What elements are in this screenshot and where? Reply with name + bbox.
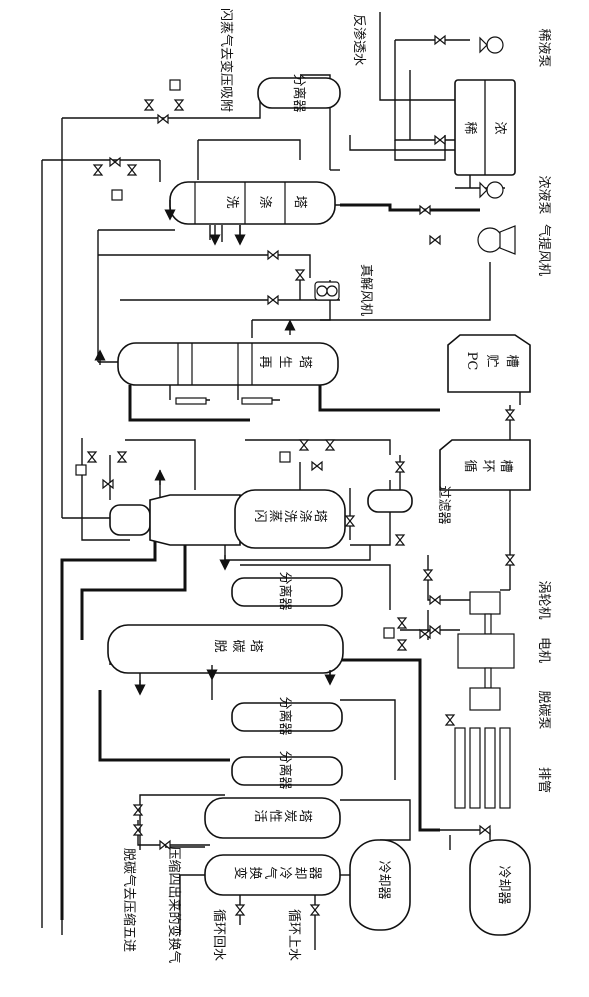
separator-2: 分离器	[231, 571, 343, 611]
turbine-motor-pump: 涡轮机 电机 脱碳泵	[457, 580, 551, 730]
concentrate-pump-label: 浓液泵	[536, 175, 551, 214]
separator-top: 分离器	[257, 73, 341, 113]
concentrate-label: 浓	[492, 121, 507, 134]
circ-supply-label: 循环上水	[286, 909, 301, 961]
circ-tank-char-1: 循	[462, 459, 477, 472]
ro-water-label: 反渗透水	[351, 14, 366, 66]
dilute-pump-label: 稀液泵	[536, 28, 551, 67]
circulation-tank: 循 环 槽	[439, 439, 531, 491]
shift-gas-label: 压缩四出来的变换气	[166, 846, 182, 963]
shift-gas-cooler: 变 换 气 冷 却 器	[204, 854, 341, 896]
concentrate-pump: 浓液泵	[479, 175, 551, 215]
sg-cooler-char-6: 器	[307, 866, 322, 879]
flash-tower-char-5: 塔	[312, 509, 327, 522]
decarb-gas-label: 脱碳气去压缩五进	[121, 848, 137, 952]
sg-cooler-char-1: 变	[232, 866, 248, 879]
decarb-tower-char-2: 碳	[230, 639, 245, 652]
circ-return-label: 循环回水	[211, 909, 226, 961]
ac-tower-char-2: 性	[267, 809, 282, 822]
turbine-label: 涡轮机	[536, 580, 551, 619]
stripping-fan: 气提风机	[477, 224, 552, 276]
circ-tank-char-2: 环	[480, 459, 495, 472]
decarb-tower-char-1: 脱	[212, 639, 227, 652]
cooler-2-label: 冷却器	[496, 865, 511, 904]
flash-tower-char-3: 洗	[282, 509, 297, 522]
flash-tower-char-2: 蒸	[267, 509, 282, 522]
decarb-pump-label: 脱碳泵	[536, 690, 551, 729]
sg-cooler-char-3: 气	[262, 866, 278, 879]
cooler-2: 冷却器	[469, 839, 531, 936]
cooler-1: 冷却器	[349, 839, 411, 931]
wash-tower-char-1: 洗	[224, 195, 239, 208]
stripping-fan-label: 气提风机	[536, 224, 552, 276]
desorb-fan-label: 真解风机	[358, 264, 373, 316]
dilute-concentrate-tank: 稀 浓	[454, 79, 516, 176]
separator-4-label: 分离器	[277, 750, 293, 789]
wash-tower-char-3: 塔	[292, 195, 307, 208]
flash-wash-tower: 闪 蒸 洗 涤 塔	[109, 489, 346, 549]
dilute-label: 稀	[462, 121, 477, 134]
flow-arrows	[94, 200, 336, 696]
regen-tower-char-2: 生	[277, 355, 292, 368]
flash-tower-char-1: 闪	[252, 509, 267, 522]
regen-tower-char-1: 再	[257, 355, 272, 368]
exhaust-pipes-label: 排管	[536, 767, 551, 793]
activated-carbon-tower: 活 性 炭 塔	[204, 797, 341, 839]
wash-tower: 洗 涤 塔	[169, 181, 336, 225]
ac-tower-char-3: 炭	[282, 809, 297, 822]
regen-tower: 再 生 塔	[117, 342, 339, 405]
filter: 过滤器	[367, 485, 451, 525]
wash-tower-char-2: 涤	[257, 195, 272, 208]
separator-top-label: 分离器	[291, 73, 307, 112]
ac-tower-char-1: 活	[252, 809, 267, 822]
sg-cooler-char-4: 冷	[277, 866, 292, 879]
ac-tower-char-4: 塔	[297, 809, 312, 822]
decarb-tower-char-3: 塔	[248, 639, 263, 652]
separator-2-label: 分离器	[277, 571, 293, 610]
separator-3: 分离器	[231, 696, 343, 736]
pc-tank-char-1: PC	[464, 352, 479, 371]
pc-tank-char-2: 贮	[484, 354, 499, 367]
flash-gas-label: 闪蒸气去变压吸附	[218, 8, 234, 112]
pc-tank-char-3: 槽	[504, 354, 519, 367]
cooler-1-label: 冷却器	[376, 860, 391, 899]
pc-tank: PC 贮 槽	[447, 334, 531, 393]
motor-label: 电机	[536, 637, 551, 663]
filter-label: 过滤器	[436, 485, 451, 524]
sg-cooler-char-2: 换	[247, 866, 262, 879]
separator-3-label: 分离器	[277, 696, 293, 735]
decarb-tower: 脱 碳 塔	[107, 624, 344, 674]
regen-tower-char-3: 塔	[297, 355, 312, 368]
exhaust-pipes: 排管	[454, 727, 551, 809]
separator-4: 分离器	[231, 750, 343, 790]
desorb-fan: 真解风机	[314, 264, 373, 316]
circ-tank-char-3: 槽	[498, 459, 513, 472]
flash-tower-char-4: 涤	[297, 509, 312, 522]
dilute-pump: 稀液泵	[479, 28, 551, 68]
valves	[75, 34, 516, 916]
sg-cooler-char-5: 却	[292, 866, 307, 879]
